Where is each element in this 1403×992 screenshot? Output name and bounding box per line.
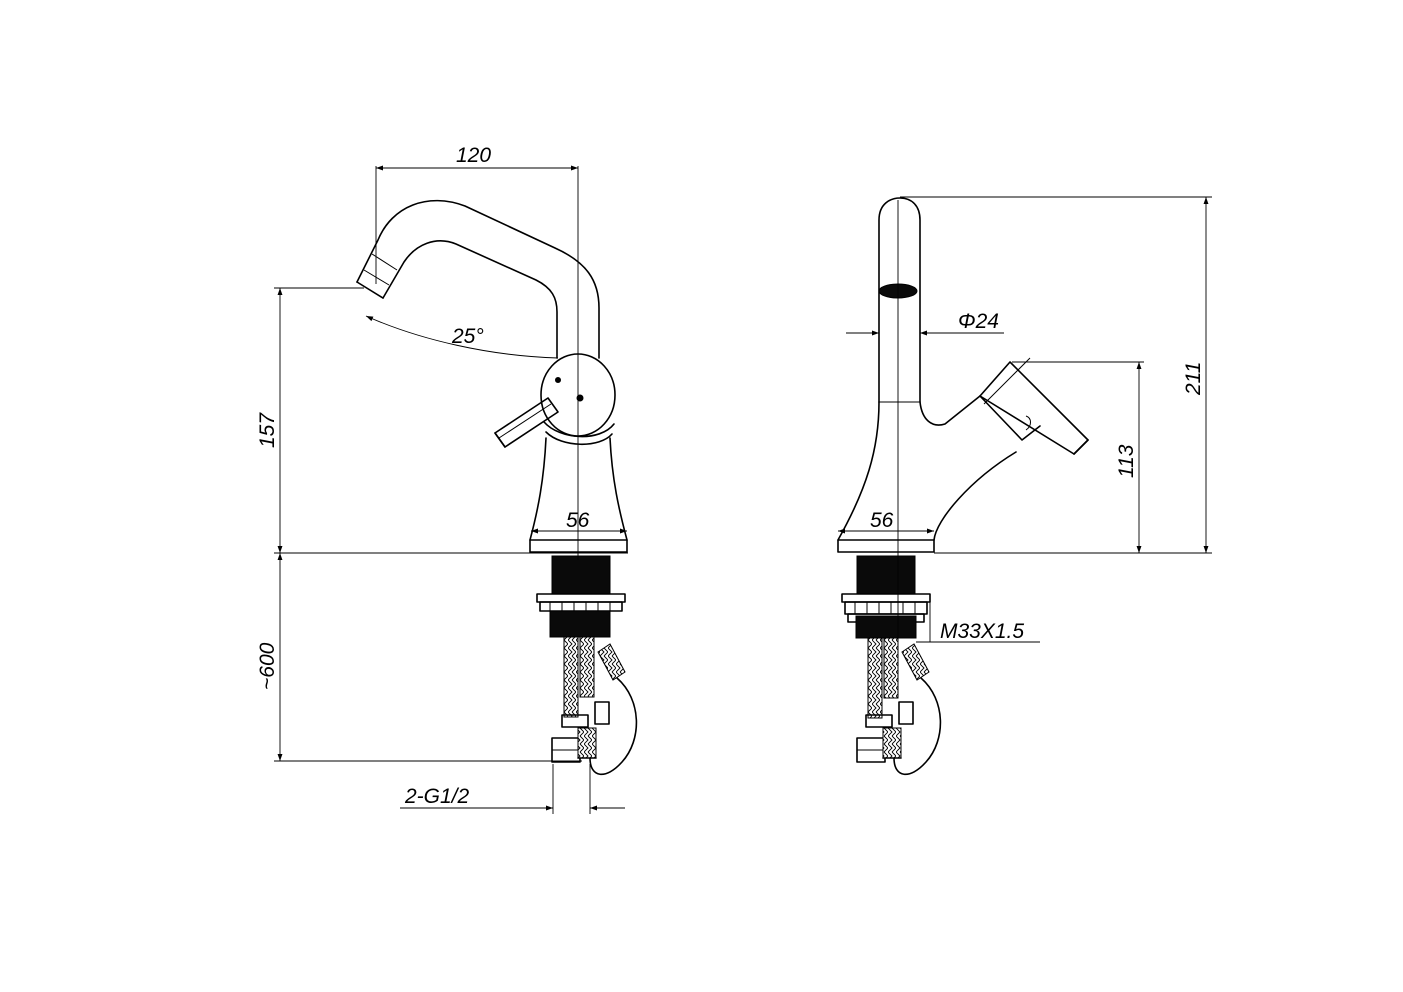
dim-spout-reach: 120 <box>456 144 491 167</box>
front-view <box>356 199 638 776</box>
dim-handle-height: 113 <box>1115 444 1138 478</box>
dim-base-width-side: 56 <box>870 509 894 532</box>
side-lever-handle <box>979 357 1089 455</box>
dim-base-width-front: 56 <box>566 509 590 532</box>
front-spout <box>356 199 600 359</box>
side-view <box>837 197 1089 776</box>
front-lever-handle <box>494 397 559 448</box>
side-flexible-hoses <box>856 637 942 776</box>
front-mounting-shank <box>536 555 626 638</box>
dim-connection-thread: 2-G1/2 <box>404 785 470 808</box>
dim-swivel-angle: 25° <box>451 325 484 348</box>
front-view-dimensions: 120 25° 157 56 ~600 2-G1/2 <box>256 144 628 814</box>
dim-hose-length: ~600 <box>256 642 279 690</box>
dim-body-diameter: Φ24 <box>958 310 999 333</box>
side-mounting-shank <box>841 555 931 639</box>
dim-total-height: 211 <box>1182 362 1205 396</box>
side-view-dimensions: 211 113 Φ24 56 M33X1.5 <box>838 196 1212 643</box>
side-body <box>837 197 1017 553</box>
front-body <box>529 437 628 553</box>
front-flexible-hoses <box>551 636 638 776</box>
dim-spout-height: 157 <box>256 412 279 448</box>
dim-mounting-thread: M33X1.5 <box>940 620 1024 643</box>
